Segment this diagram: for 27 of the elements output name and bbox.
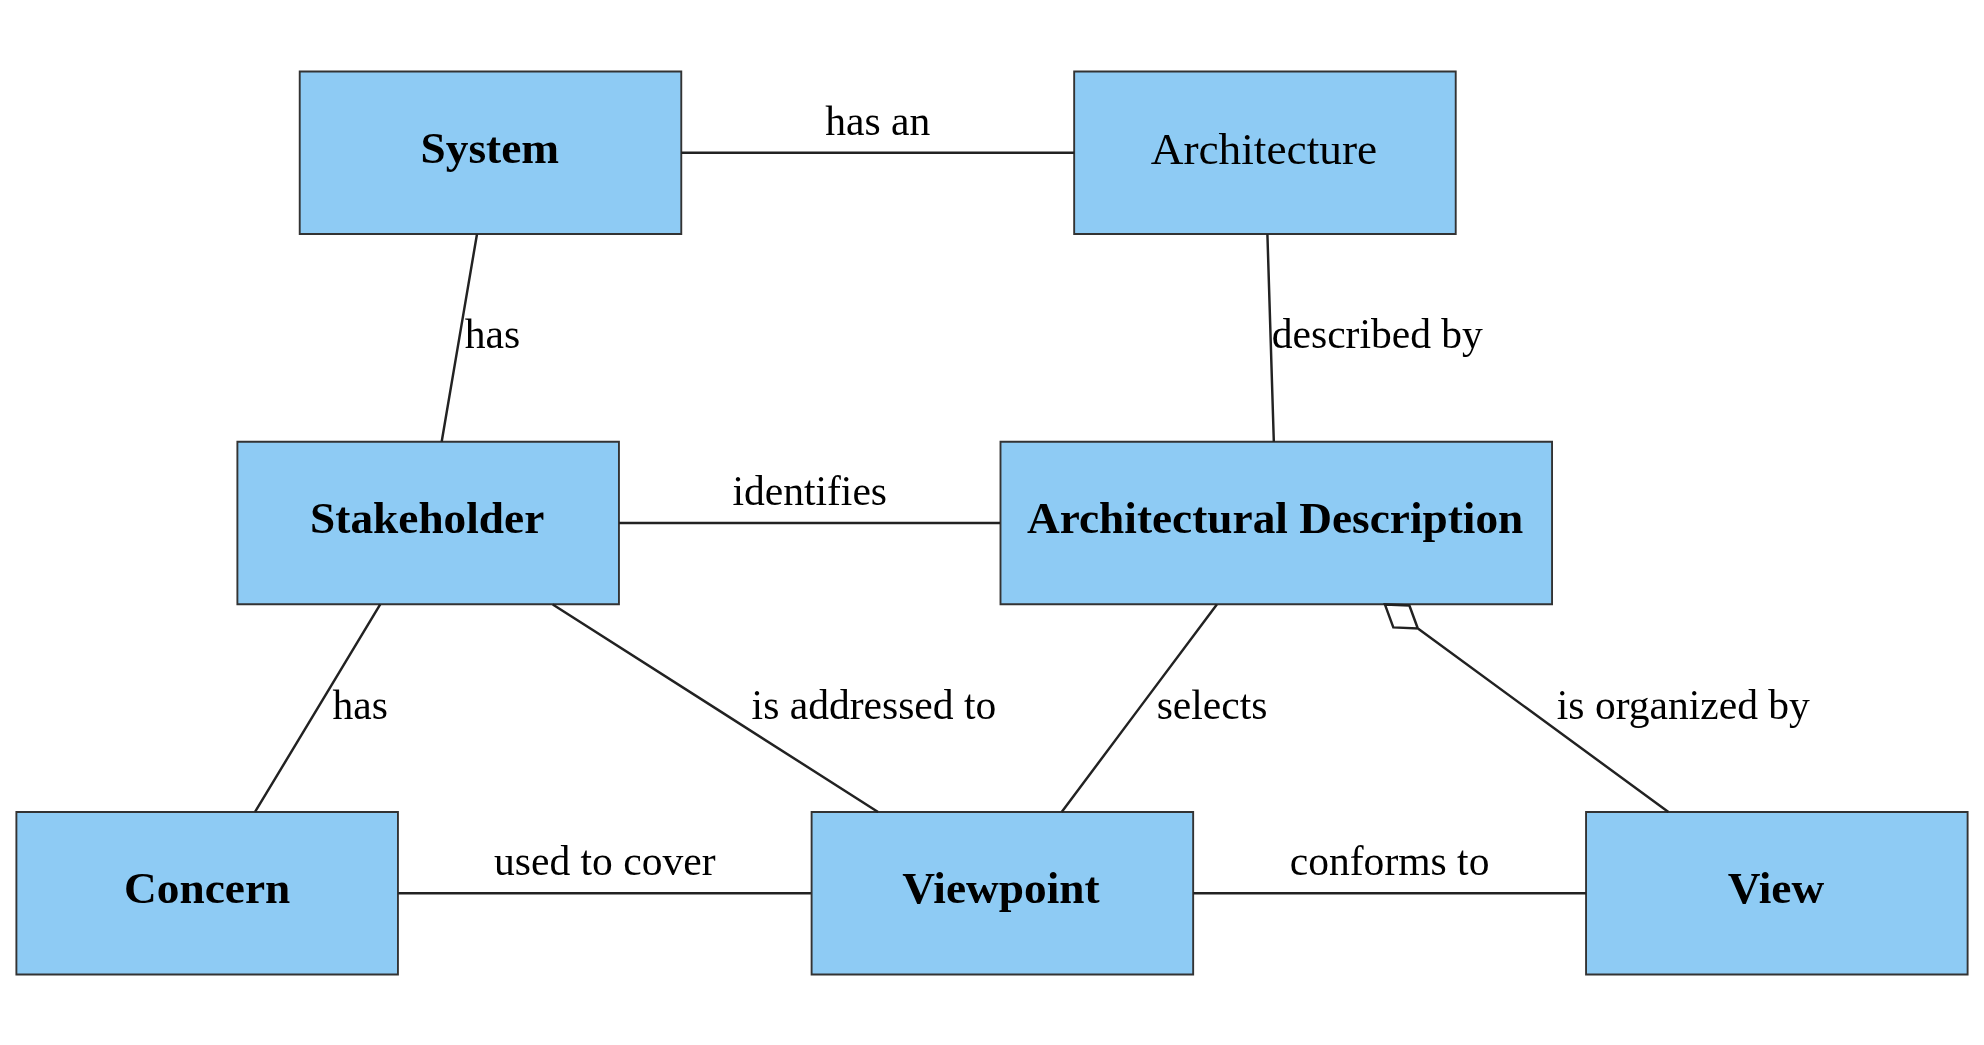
node-box: System	[298, 70, 683, 235]
edge-label: is organized by	[1556, 681, 1810, 728]
connector	[1193, 891, 1586, 894]
edge-label: has	[464, 310, 521, 357]
connector	[398, 891, 811, 894]
edge-label: has an	[825, 97, 931, 144]
edge-label: selects	[1156, 681, 1268, 728]
edge-label: has	[332, 681, 388, 728]
node-box: Architecture	[1073, 70, 1457, 235]
connector	[681, 151, 1075, 154]
connector	[1060, 603, 1218, 813]
edge-label: described by	[1271, 310, 1483, 357]
node-box: Stakeholder	[236, 440, 620, 605]
node-box: Architectural Description	[999, 440, 1553, 605]
connector	[619, 521, 1000, 524]
node-box: Concern	[15, 810, 399, 975]
connector	[552, 602, 879, 813]
connector	[440, 233, 479, 442]
node-box: Viewpoint	[810, 810, 1195, 975]
edge-label: is addressed to	[751, 681, 997, 728]
connector	[1266, 233, 1276, 442]
connector	[253, 603, 382, 813]
edge-label: conforms to	[1289, 837, 1490, 884]
connector	[1383, 602, 1670, 813]
edge-label: identifies	[732, 467, 888, 514]
edge-label: used to cover	[494, 837, 716, 884]
node-box: View	[1585, 810, 1969, 975]
